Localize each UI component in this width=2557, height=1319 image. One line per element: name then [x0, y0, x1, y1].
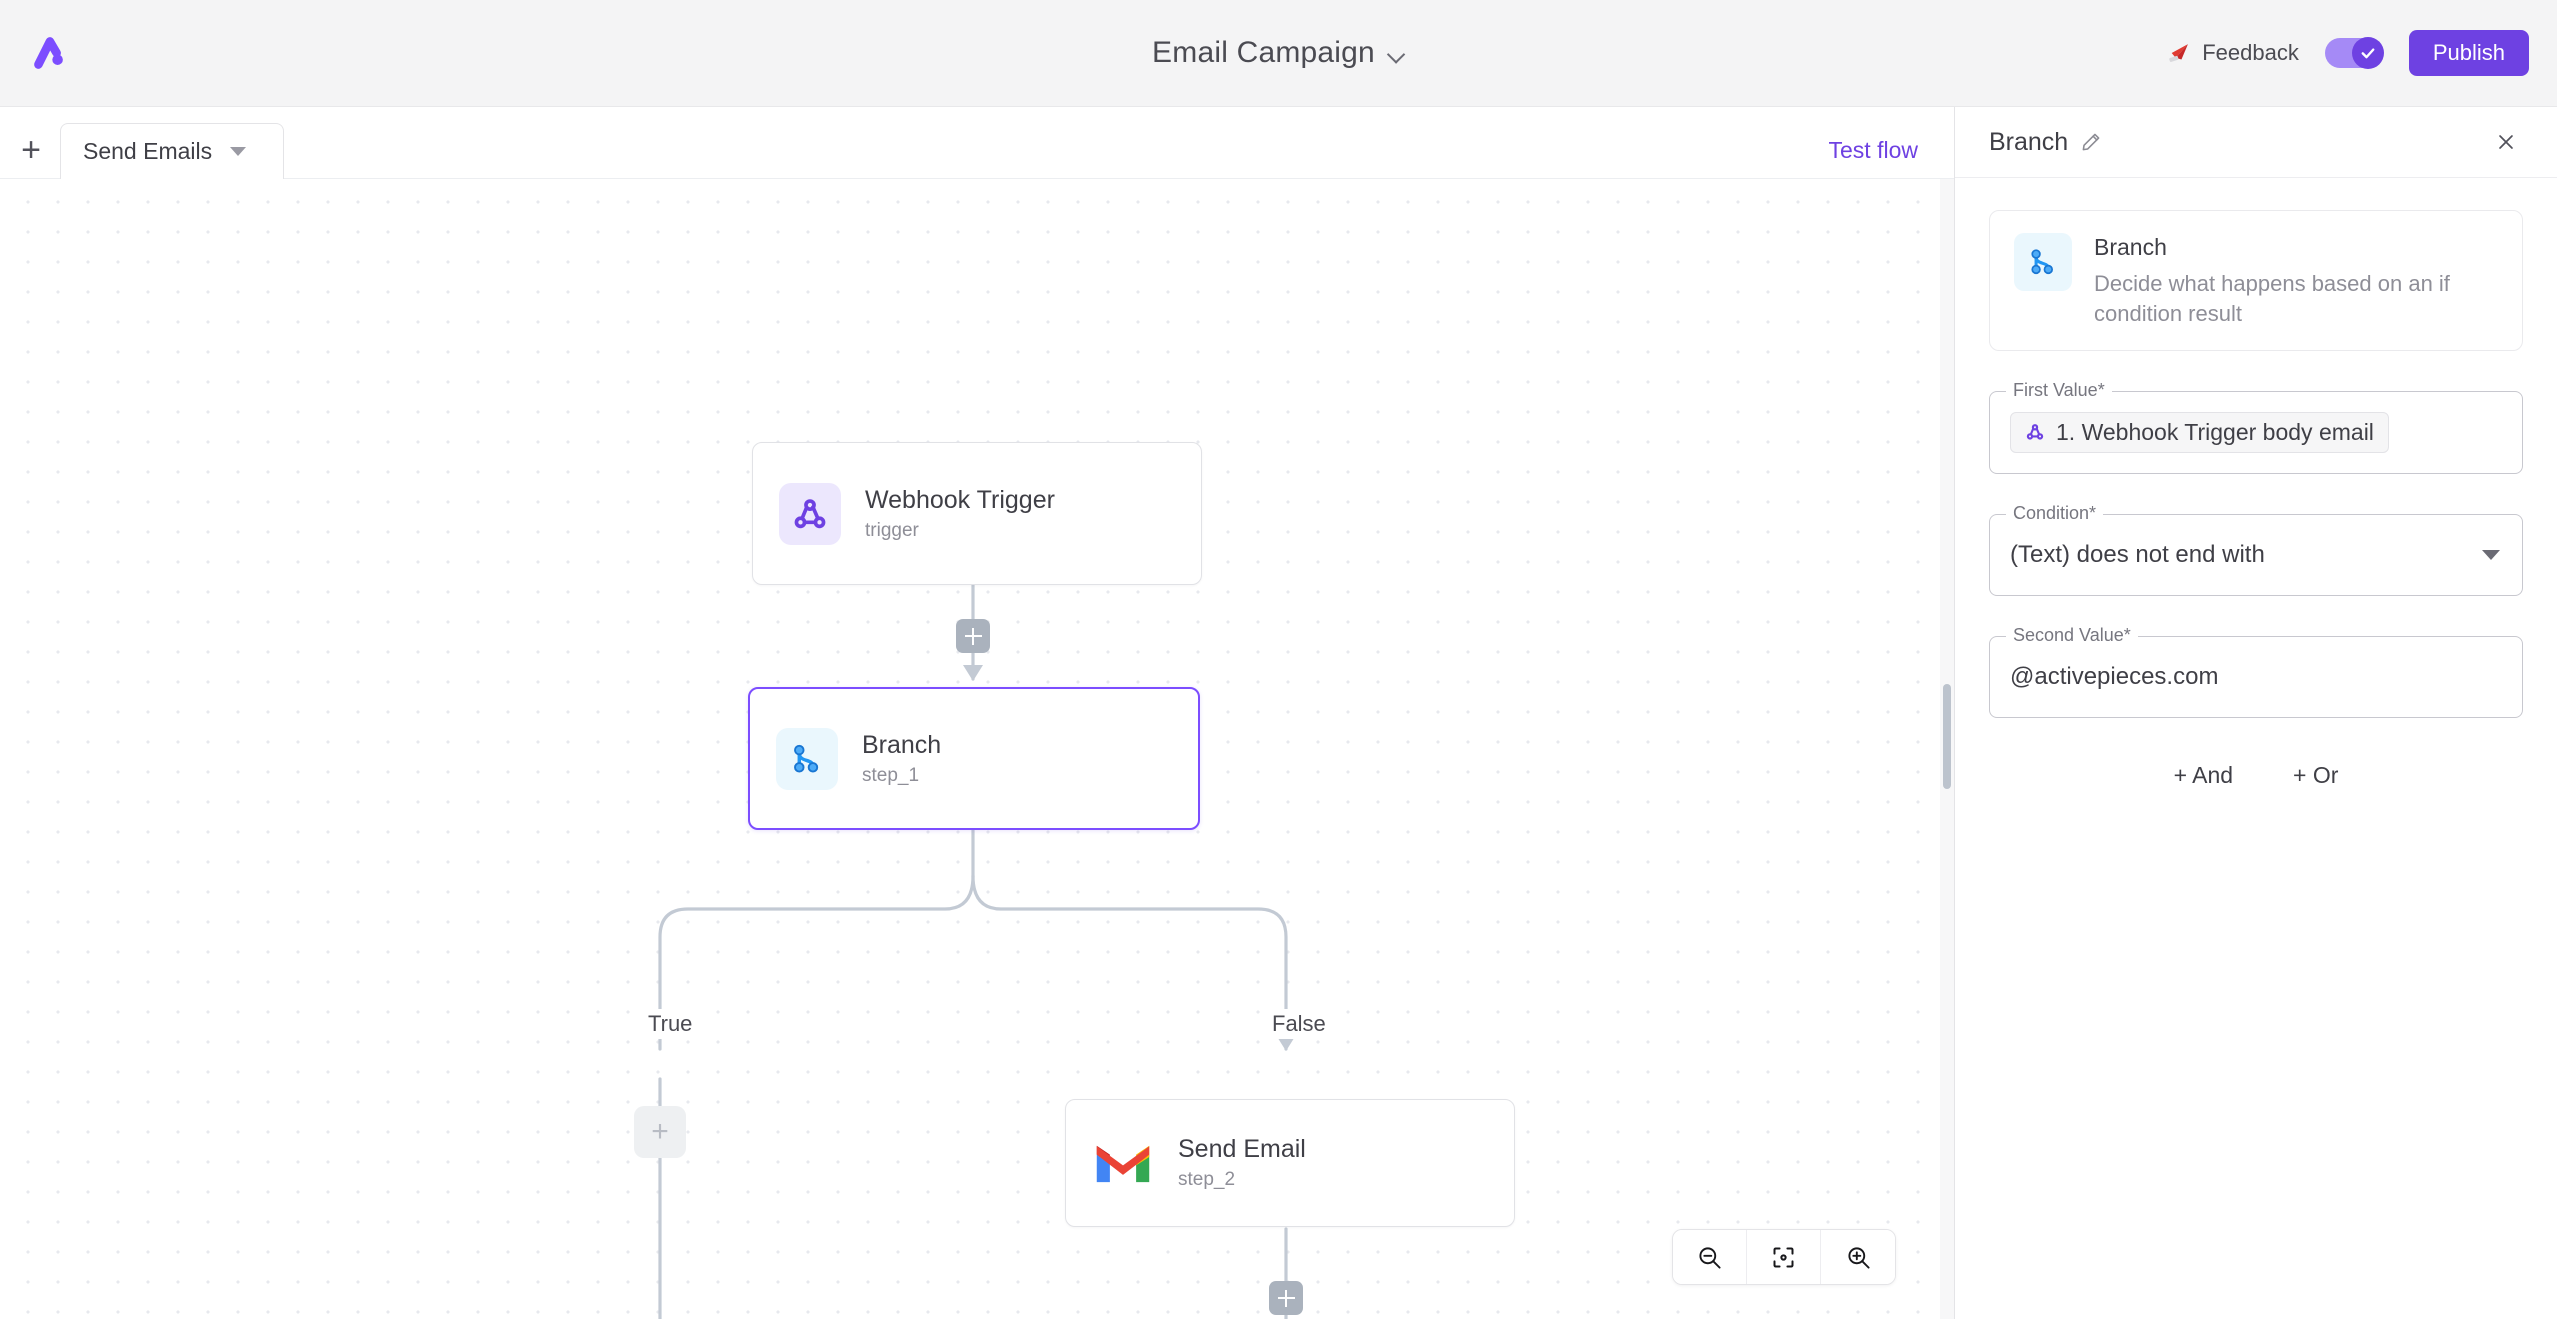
canvas-scrollbar-track[interactable] — [1940, 179, 1954, 1319]
flow-enabled-toggle[interactable] — [2324, 37, 2384, 69]
node-title: Branch — [862, 730, 942, 759]
add-step-true-branch-button[interactable]: + — [634, 1106, 686, 1158]
zoom-in-button[interactable] — [1821, 1230, 1895, 1284]
top-bar: Email Campaign Feedback — [0, 0, 2557, 107]
piece-info-card: Branch Decide what happens based on an i… — [1989, 210, 2523, 351]
gmail-icon — [1092, 1132, 1154, 1194]
first-value-field[interactable]: First Value* 1. Web — [1989, 380, 2523, 475]
second-value-input[interactable]: @activepieces.com — [2010, 663, 2219, 691]
add-flow-button[interactable]: + — [21, 131, 41, 169]
add-step-after-trigger-button[interactable] — [956, 619, 990, 653]
caret-down-icon — [230, 147, 247, 156]
branch-icon — [776, 727, 838, 790]
add-step-after-send-email-button[interactable] — [1269, 1281, 1303, 1315]
chevron-down-icon — [1389, 48, 1405, 58]
page-title: Email Campaign — [1152, 36, 1375, 69]
pencil-icon[interactable] — [2080, 131, 2102, 153]
node-title: Send Email — [1178, 1135, 1306, 1163]
activepieces-logo[interactable] — [20, 25, 76, 81]
zoom-out-button[interactable] — [1673, 1230, 1747, 1284]
webhook-icon — [2026, 424, 2044, 441]
megaphone-icon — [2166, 40, 2192, 66]
node-subtitle: step_1 — [862, 764, 920, 786]
publish-button[interactable]: Publish — [2408, 30, 2529, 76]
add-and-condition-button[interactable]: + And — [2173, 762, 2234, 789]
condition-label: Condition* — [2006, 504, 2104, 523]
flow-title-dropdown[interactable]: Email Campaign — [1152, 36, 1405, 70]
branch-icon — [2014, 233, 2072, 291]
piece-name: Branch — [2094, 234, 2167, 260]
edge-label-true: True — [638, 1009, 703, 1039]
step-settings-panel: Branch — [1955, 107, 2557, 1319]
flow-canvas[interactable]: Webhook Trigger trigger — [0, 178, 1954, 1319]
magnifier-plus-icon — [1847, 1246, 1870, 1269]
test-flow-button[interactable]: Test flow — [1828, 137, 1918, 163]
close-panel-button[interactable] — [2489, 125, 2523, 159]
piece-description: Decide what happens based on an if condi… — [2094, 271, 2450, 326]
piece-card-text: Branch Decide what happens based on an i… — [2094, 233, 2498, 328]
magnifier-minus-icon — [1699, 1246, 1721, 1269]
node-title: Webhook Trigger — [865, 485, 1055, 514]
feedback-label: Feedback — [2202, 40, 2299, 65]
condition-select[interactable]: Condition* (Text) does not end with — [1989, 504, 2523, 597]
node-subtitle: step_2 — [1178, 1169, 1236, 1190]
panel-header: Branch — [1955, 107, 2557, 178]
focus-frame-icon — [1773, 1246, 1794, 1268]
panel-body: Branch Decide what happens based on an i… — [1955, 178, 2557, 789]
tab-label: Send Emails — [83, 138, 213, 164]
flow-toolbar: + Send Emails Test flow — [0, 107, 1954, 179]
node-branch[interactable]: Branch step_1 — [748, 687, 1200, 830]
caret-down-icon — [2482, 550, 2500, 561]
canvas-column: + Send Emails Test flow — [0, 107, 1955, 1319]
first-value-chip-text: 1. Webhook Trigger body email — [2056, 418, 2374, 445]
top-bar-actions: Feedback Publish — [2166, 30, 2529, 76]
node-send-email[interactable]: Send Email step_2 — [1065, 1099, 1515, 1227]
condition-add-row: + And + Or — [1989, 762, 2523, 789]
fit-to-screen-button[interactable] — [1747, 1230, 1821, 1284]
node-subtitle: trigger — [865, 519, 919, 541]
feedback-button[interactable]: Feedback — [2166, 40, 2299, 66]
webhook-icon — [779, 482, 841, 545]
first-value-mention-chip[interactable]: 1. Webhook Trigger body email — [2010, 411, 2389, 454]
close-icon — [2499, 135, 2513, 149]
first-value-label: First Value* — [2006, 380, 2112, 399]
toggle-knob — [2351, 37, 2384, 69]
edge-label-false: False — [1262, 1009, 1336, 1039]
panel-title: Branch — [1989, 127, 2069, 156]
node-text: Webhook Trigger trigger — [865, 485, 1055, 541]
condition-value: (Text) does not end with — [2010, 541, 2265, 569]
add-or-condition-button[interactable]: + Or — [2293, 762, 2339, 789]
second-value-label: Second Value* — [2006, 626, 2138, 645]
node-text: Send Email step_2 — [1178, 1135, 1306, 1190]
tab-send-emails[interactable]: Send Emails — [60, 123, 284, 179]
node-webhook-trigger[interactable]: Webhook Trigger trigger — [752, 442, 1202, 585]
check-icon — [2361, 48, 2375, 59]
main-body: + Send Emails Test flow — [0, 107, 2557, 1319]
flow-graph: Webhook Trigger trigger — [0, 179, 1954, 1319]
zoom-controls — [1672, 1229, 1896, 1285]
second-value-field[interactable]: Second Value* @activepieces.com — [1989, 626, 2523, 719]
node-text: Branch step_1 — [862, 730, 942, 786]
canvas-scrollbar-thumb[interactable] — [1943, 684, 1951, 789]
